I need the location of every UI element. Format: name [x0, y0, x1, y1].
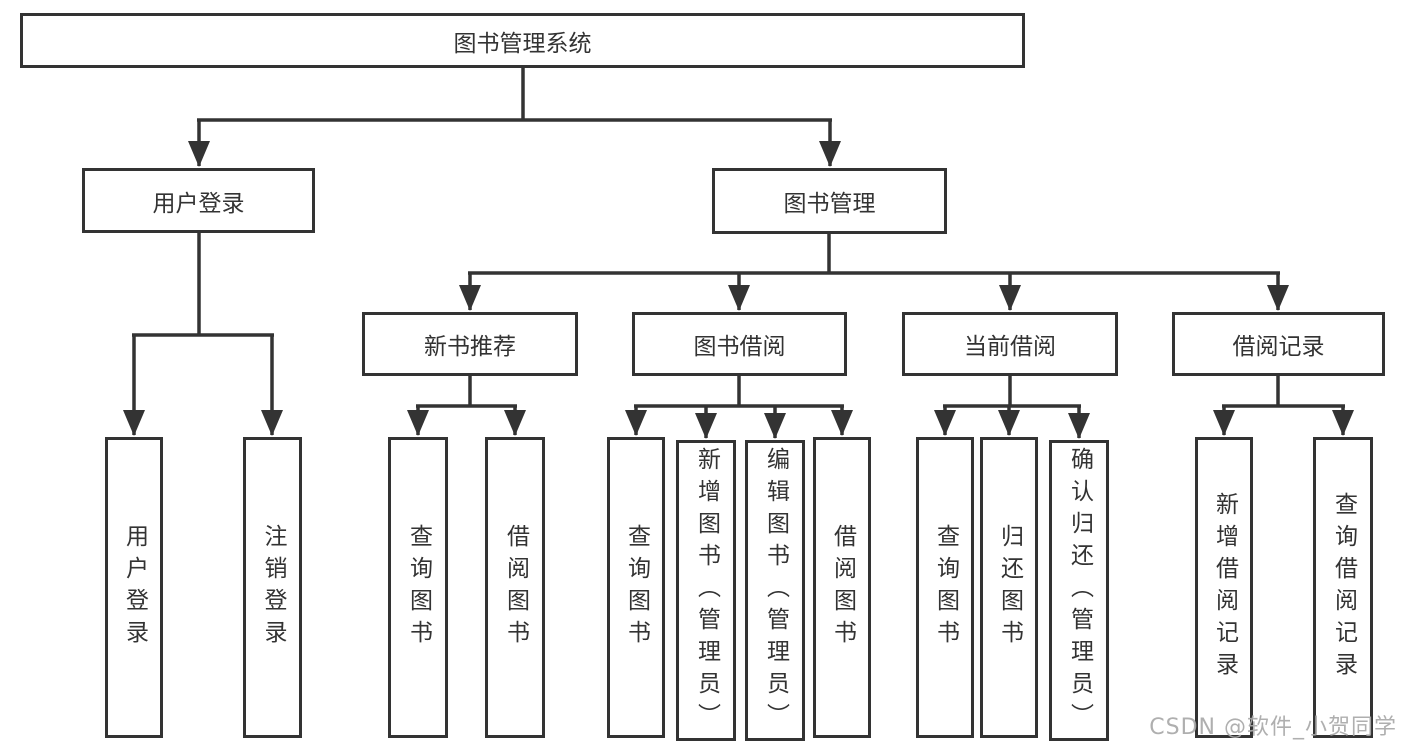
- csdn-watermark: CSDN @软件_小贺同学: [1149, 715, 1397, 740]
- leaf-query-books-2-label: 查询图书: [623, 523, 650, 652]
- leaf-borrow-books-1: 借阅图书: [485, 437, 545, 738]
- leaf-borrow-books-2: 借阅图书: [813, 437, 871, 738]
- leaf-query-books-3-label: 查询图书: [932, 523, 959, 652]
- leaf-query-books-2: 查询图书: [607, 437, 665, 738]
- leaf-add-book-admin: 新增图书（管理员）: [676, 440, 736, 741]
- leaf-return-book: 归还图书: [980, 437, 1038, 738]
- leaf-return-book-label: 归还图书: [996, 523, 1023, 652]
- leaf-query-books-3: 查询图书: [916, 437, 974, 738]
- leaf-add-borrow-record: 新增借阅记录: [1195, 437, 1253, 738]
- leaf-add-book-admin-label: 新增图书（管理员）: [693, 446, 720, 735]
- node-new-book-recommend: 新书推荐: [362, 312, 578, 376]
- leaf-confirm-return-admin: 确认归还（管理员）: [1049, 440, 1109, 741]
- leaf-borrow-books-2-label: 借阅图书: [829, 523, 856, 652]
- leaf-edit-book-admin-label: 编辑图书（管理员）: [762, 446, 789, 735]
- leaf-query-books-1: 查询图书: [388, 437, 448, 738]
- node-book-borrow: 图书借阅: [632, 312, 847, 376]
- leaf-user-login-label: 用户登录: [121, 523, 148, 652]
- leaf-logout-label: 注销登录: [260, 523, 286, 652]
- leaf-query-borrow-record-label: 查询借阅记录: [1330, 491, 1357, 684]
- node-borrow-records: 借阅记录: [1172, 312, 1385, 376]
- leaf-logout: 注销登录: [243, 437, 302, 738]
- node-book-management: 图书管理: [712, 168, 947, 234]
- node-user-login: 用户登录: [82, 168, 315, 233]
- leaf-edit-book-admin: 编辑图书（管理员）: [745, 440, 805, 741]
- leaf-query-books-1-label: 查询图书: [405, 523, 432, 652]
- leaf-add-borrow-record-label: 新增借阅记录: [1211, 491, 1238, 684]
- node-current-borrow: 当前借阅: [902, 312, 1118, 376]
- leaf-confirm-return-admin-label: 确认归还（管理员）: [1066, 446, 1093, 735]
- leaf-user-login: 用户登录: [105, 437, 163, 738]
- node-root: 图书管理系统: [20, 13, 1025, 68]
- leaf-borrow-books-1-label: 借阅图书: [502, 523, 529, 652]
- leaf-query-borrow-record: 查询借阅记录: [1313, 437, 1373, 738]
